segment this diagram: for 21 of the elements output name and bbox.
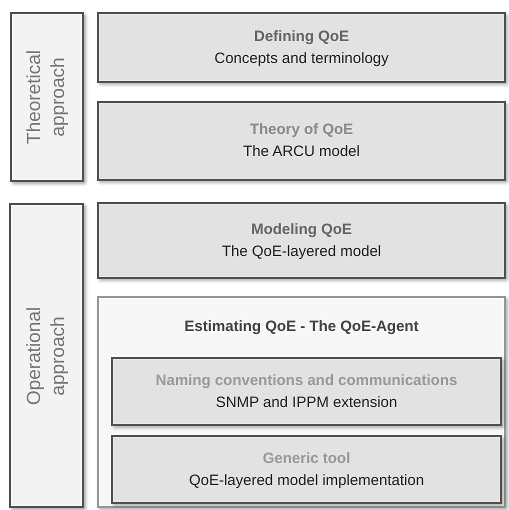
topic-box	[97, 202, 506, 279]
section-title: Theoretical approach	[23, 49, 70, 146]
box-heading: Estimating QoE - The QoE-Agent	[184, 317, 419, 337]
section-title: Operational approach	[22, 305, 70, 407]
box-subtitle: SNMP and IPPM extension	[216, 392, 398, 412]
topic-box	[111, 357, 502, 426]
box-subtitle: Concepts and terminology	[214, 48, 389, 68]
box-heading: Naming conventions and communications	[156, 370, 458, 390]
group-box	[97, 296, 506, 508]
section-panel	[9, 203, 84, 508]
box-subtitle: QoE-layered model implementation	[188, 470, 424, 490]
topic-box	[97, 101, 506, 181]
box-heading: Theory of QoE	[250, 120, 354, 140]
topic-box	[97, 12, 506, 83]
section-panel	[10, 12, 84, 182]
topic-box	[111, 435, 502, 504]
box-subtitle: The QoE-layered model	[222, 242, 382, 262]
box-heading: Generic tool	[262, 448, 350, 468]
box-subtitle: The ARCU model	[243, 142, 360, 162]
box-heading: Modeling QoE	[251, 220, 352, 240]
box-heading: Defining QoE	[254, 26, 349, 46]
